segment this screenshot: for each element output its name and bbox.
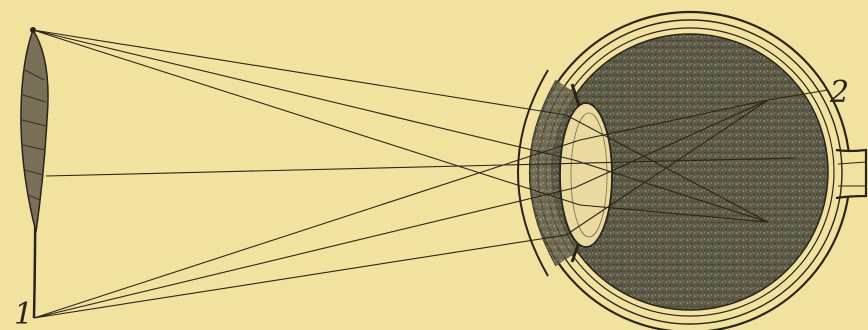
ray xyxy=(33,30,566,115)
feather-vane xyxy=(21,30,48,232)
point-2-label: 2 xyxy=(829,75,849,110)
ray xyxy=(34,188,574,318)
ray xyxy=(33,30,580,205)
ray xyxy=(34,140,580,318)
eye xyxy=(518,12,866,330)
feather-object xyxy=(21,27,48,318)
ray xyxy=(34,235,566,318)
crystalline-lens xyxy=(560,103,612,247)
ray xyxy=(33,30,574,160)
point-1-label: 1 xyxy=(14,297,33,330)
